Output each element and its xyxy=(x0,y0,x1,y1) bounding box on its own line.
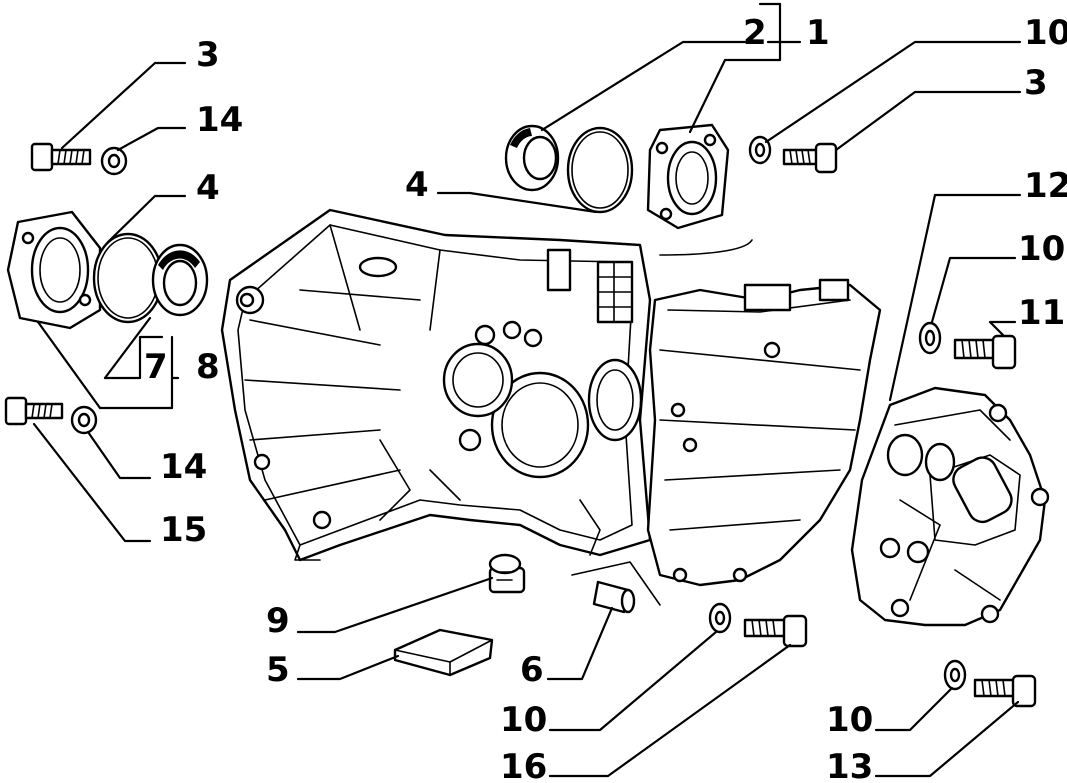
washer-14-top-left xyxy=(100,146,128,176)
callout-labels: 3 14 4 7 8 14 15 2 1 4 10 3 12 10 11 9 5… xyxy=(144,13,1067,783)
callout-4-left: 4 xyxy=(196,168,220,208)
callout-4-center: 4 xyxy=(405,165,429,205)
bolt-16 xyxy=(743,614,808,648)
pad-5 xyxy=(393,628,494,677)
washer-10-bottom-center xyxy=(708,602,732,634)
callout-6: 6 xyxy=(520,650,544,690)
callout-14-mid-left: 14 xyxy=(160,447,207,487)
callout-8: 8 xyxy=(196,347,220,387)
flange-left xyxy=(6,210,102,330)
callout-10-top-right: 10 xyxy=(1024,13,1067,53)
callout-13: 13 xyxy=(826,747,873,783)
rear-cover xyxy=(850,386,1050,627)
washer-10-bottom-right xyxy=(943,659,967,691)
callout-9: 9 xyxy=(266,601,290,641)
o-ring-left xyxy=(92,232,164,324)
callout-10-bottom-right: 10 xyxy=(826,700,873,740)
bolt-3-top-right xyxy=(782,142,838,174)
o-ring-center xyxy=(566,126,634,214)
callout-10-right: 10 xyxy=(1018,229,1065,269)
callout-1: 1 xyxy=(806,13,830,53)
callout-12: 12 xyxy=(1024,166,1067,206)
leader-lines xyxy=(32,2,1022,778)
bolt-13 xyxy=(973,674,1037,708)
callout-7: 7 xyxy=(144,347,168,387)
seal-2 xyxy=(504,124,560,192)
washer-10-right xyxy=(918,321,942,355)
callout-5: 5 xyxy=(266,650,290,690)
washer-10-top-right xyxy=(748,135,772,165)
bolt-3-top-left xyxy=(30,142,92,172)
callout-3-top-right: 3 xyxy=(1024,63,1048,103)
seal-left xyxy=(151,243,209,317)
bolt-15 xyxy=(4,396,64,426)
callout-2: 2 xyxy=(743,13,767,53)
callout-15: 15 xyxy=(160,510,207,550)
bolt-11 xyxy=(953,334,1017,370)
washer-14-mid-left xyxy=(70,405,98,435)
flange-1 xyxy=(646,123,730,230)
callout-3-top-left: 3 xyxy=(196,35,220,75)
callout-14-top-left: 14 xyxy=(196,100,243,140)
callout-10-bottom-center: 10 xyxy=(500,700,547,740)
gearbox-housing xyxy=(220,208,882,587)
callout-11: 11 xyxy=(1018,293,1065,333)
callout-16: 16 xyxy=(500,747,547,783)
dowel-6 xyxy=(571,561,661,614)
plug-9 xyxy=(488,553,526,594)
